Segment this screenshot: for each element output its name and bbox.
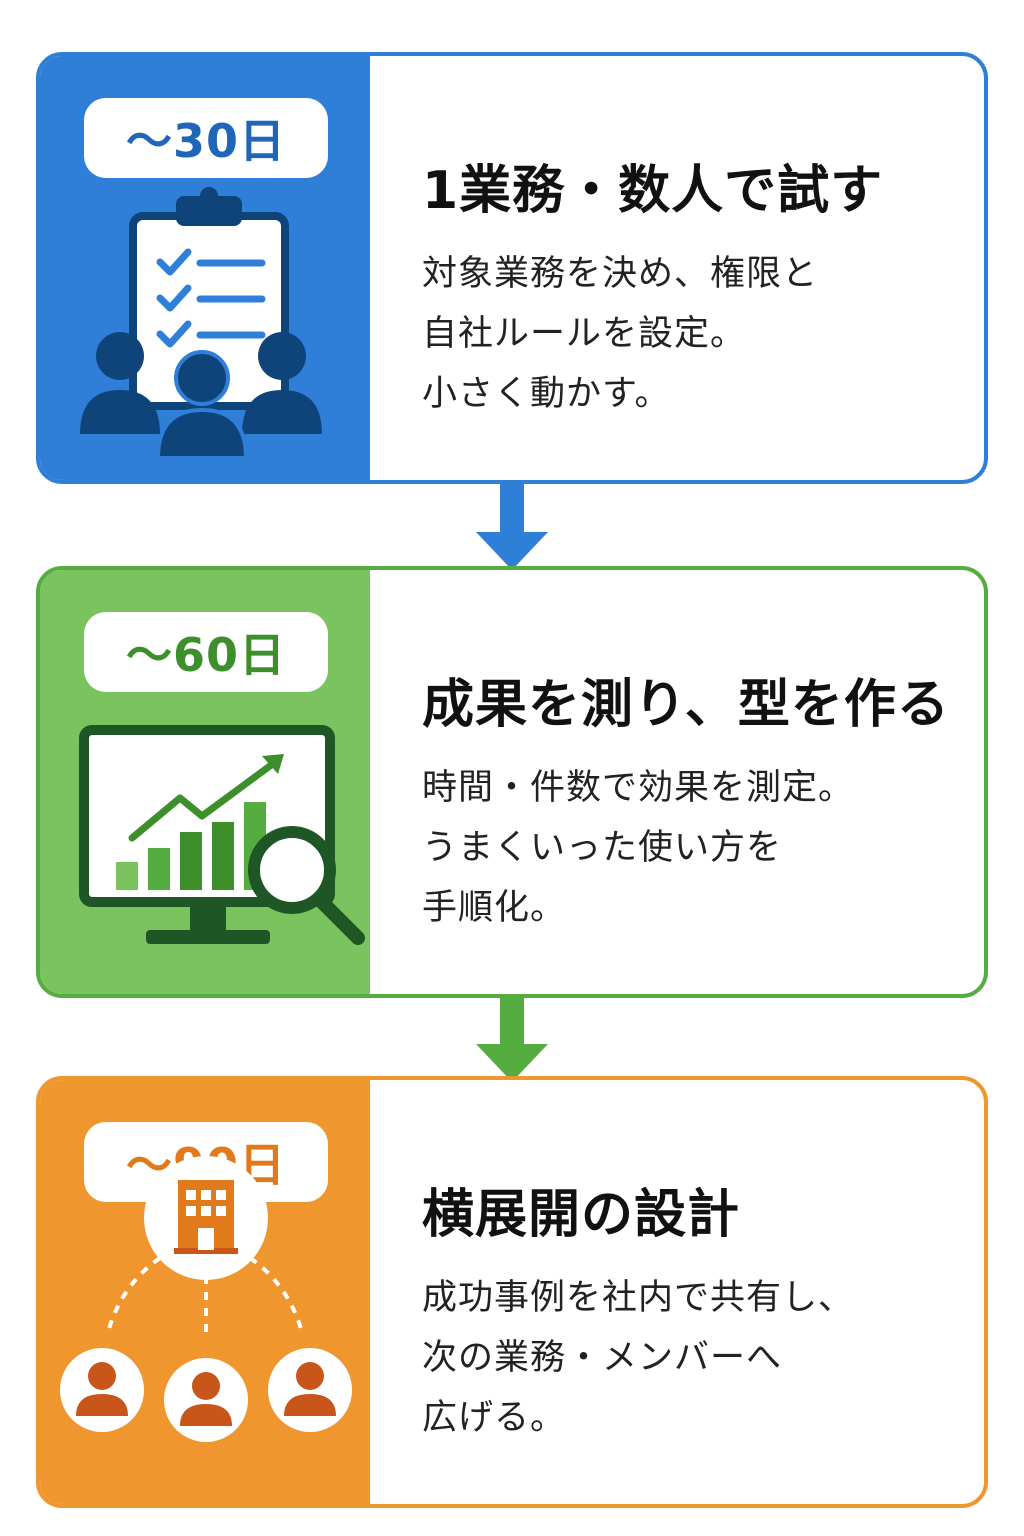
step-card-2: 〜60日 成果を測り、型を作る 時間・件数で効果を測定。 うまくいった使い方を … bbox=[36, 566, 988, 998]
monitor-chart-magnifier-icon bbox=[79, 725, 365, 945]
step-3-line-1: 成功事例を社内で共有し、 bbox=[422, 1278, 855, 1318]
step-1-badge: 〜30日 bbox=[84, 98, 328, 178]
step-1-description: 対象業務を決め、権限と 自社ルールを設定。 小さく動かす。 bbox=[422, 244, 818, 424]
step-3-line-3: 広げる。 bbox=[422, 1398, 567, 1438]
step-2-line-1: 時間・件数で効果を測定。 bbox=[422, 768, 855, 808]
step-2-description: 時間・件数で効果を測定。 うまくいった使い方を 手順化。 bbox=[422, 758, 854, 938]
step-1-title: 1業務・数人で試す bbox=[422, 161, 884, 221]
step-card-1: 〜30日 1業務・数人で試す 対象業務を決め、権限と 自社ルールを設定。 小さく… bbox=[36, 52, 988, 484]
step-2-line-2: うまくいった使い方を bbox=[422, 828, 783, 868]
building-network-icon bbox=[60, 1156, 352, 1442]
step-2-line-3: 手順化。 bbox=[422, 888, 567, 928]
step-3-description: 成功事例を社内で共有し、 次の業務・メンバーへ 広げる。 bbox=[422, 1268, 854, 1448]
step-1-line-1: 対象業務を決め、権限と bbox=[422, 254, 819, 294]
step-3-line-2: 次の業務・メンバーへ bbox=[422, 1338, 783, 1378]
step-3-title: 横展開の設計 bbox=[422, 1185, 741, 1245]
step-1-line-3: 小さく動かす。 bbox=[422, 374, 671, 414]
step-2-title: 成果を測り、型を作る bbox=[422, 675, 950, 735]
step-1-line-2: 自社ルールを設定。 bbox=[422, 314, 747, 354]
step-2-badge: 〜60日 bbox=[84, 612, 328, 692]
step-card-3: 〜90日 横展開の設計 成功事例を社内で共有し、 次の業務・メンバーへ 広げる。 bbox=[36, 1076, 988, 1508]
clipboard-team-icon bbox=[80, 187, 322, 460]
